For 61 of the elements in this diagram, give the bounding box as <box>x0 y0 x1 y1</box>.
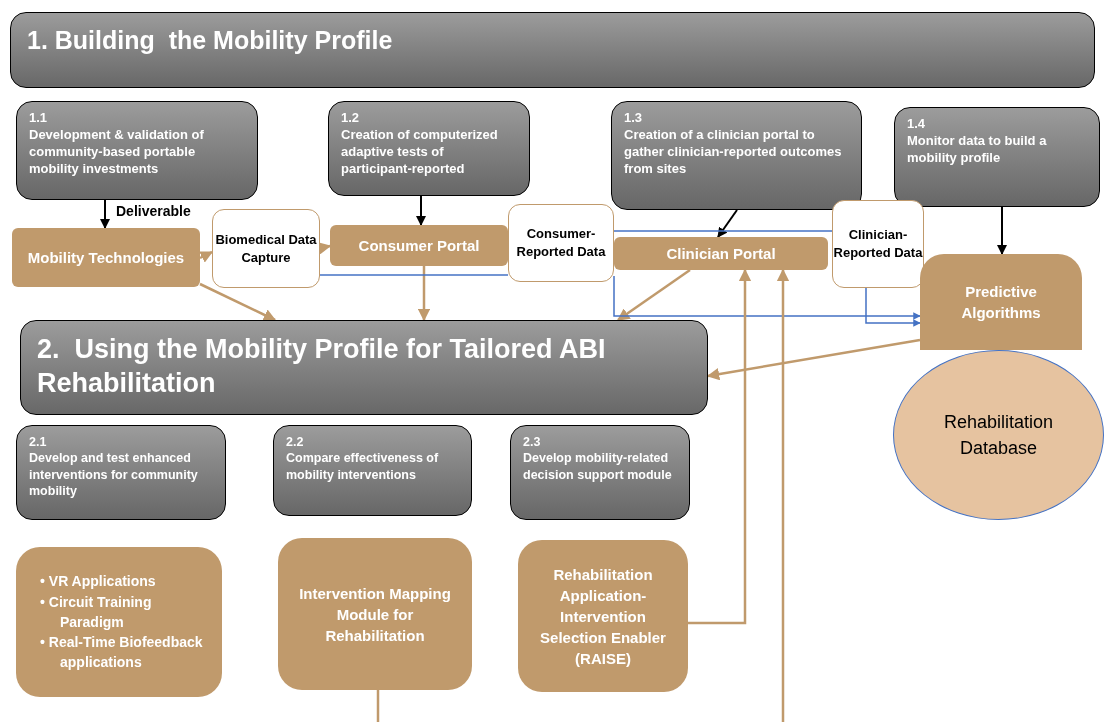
arrow <box>199 250 214 263</box>
task-box <box>273 425 472 516</box>
arrow <box>717 209 738 238</box>
box-label: Biomedical Data Capture <box>214 230 318 267</box>
task-box <box>611 101 862 210</box>
task-box <box>328 101 530 196</box>
arrow <box>199 282 277 322</box>
arrow <box>688 268 752 625</box>
data-box <box>832 200 924 288</box>
arrow <box>100 199 110 229</box>
box-label: Consumer Portal <box>358 236 480 256</box>
box-label: Rehabilitation Application-Intervention Selection Enabler (RAISE) <box>539 564 667 669</box>
step-description: Monitor data to build a mobility profile <box>907 132 1048 167</box>
box-label: Predictive Algorithms <box>960 282 1042 323</box>
arrow <box>997 206 1007 255</box>
step-number: 1.4 <box>907 116 927 133</box>
component-box <box>278 538 472 690</box>
arrow <box>776 268 790 722</box>
step-number: 1.3 <box>624 110 644 127</box>
component-box <box>16 547 222 697</box>
component-box <box>330 225 508 266</box>
arrow <box>616 268 691 322</box>
arrow <box>416 195 426 226</box>
list-item: • Real-Time Biofeedback applications <box>40 633 204 673</box>
list-item: • VR Applications <box>40 572 157 592</box>
arrow <box>865 287 921 327</box>
box-label: Consumer-Reported Data <box>515 225 607 261</box>
box-label: Rehabilitation Database <box>942 410 1055 460</box>
data-box <box>212 209 320 288</box>
step-description: Develop and test enhanced interventions for community mobility <box>29 450 199 499</box>
step-description: Develop mobility-related decision support module <box>523 450 673 483</box>
component-box <box>518 540 688 692</box>
task-box <box>510 425 690 520</box>
data-box <box>508 204 614 282</box>
box-label: Mobility Technologies <box>27 248 185 268</box>
step-number: 2.1 <box>29 434 48 451</box>
task-box <box>16 425 226 520</box>
list-item: • Circuit Training Paradigm <box>40 592 153 632</box>
edge-label: Deliverable <box>114 204 193 218</box>
task-box <box>16 101 258 200</box>
step-description: Creation of a clinician portal to gather clinician-reported outcomes from sites <box>624 126 843 178</box>
step-number: 1.1 <box>29 110 49 127</box>
task-box <box>894 107 1100 207</box>
arrow <box>706 338 921 381</box>
box-label: Clinician Portal <box>666 244 776 264</box>
component-box <box>614 237 828 270</box>
arrow <box>613 275 921 320</box>
section-header <box>10 12 1095 88</box>
arrow <box>417 266 431 322</box>
section-title: 2. Using the Mobility Profile for Tailored ABI Rehabilitation <box>37 333 607 400</box>
step-number: 2.2 <box>286 434 305 451</box>
box-label: Clinician-Reported Data <box>833 226 923 262</box>
step-description: Creation of computerized adaptive tests of participant-reported <box>341 126 499 178</box>
step-number: 2.3 <box>523 434 542 451</box>
box-label: Intervention Mapping Module for Rehabilitation <box>298 583 452 646</box>
section-title: 1. Building the Mobility Profile <box>27 25 393 56</box>
step-description: Development & validation of community-based portable mobility investments <box>29 126 205 178</box>
step-description: Compare effectiveness of mobility interventions <box>286 450 440 483</box>
section-header <box>20 320 708 415</box>
step-number: 1.2 <box>341 110 361 127</box>
component-box <box>12 228 200 287</box>
